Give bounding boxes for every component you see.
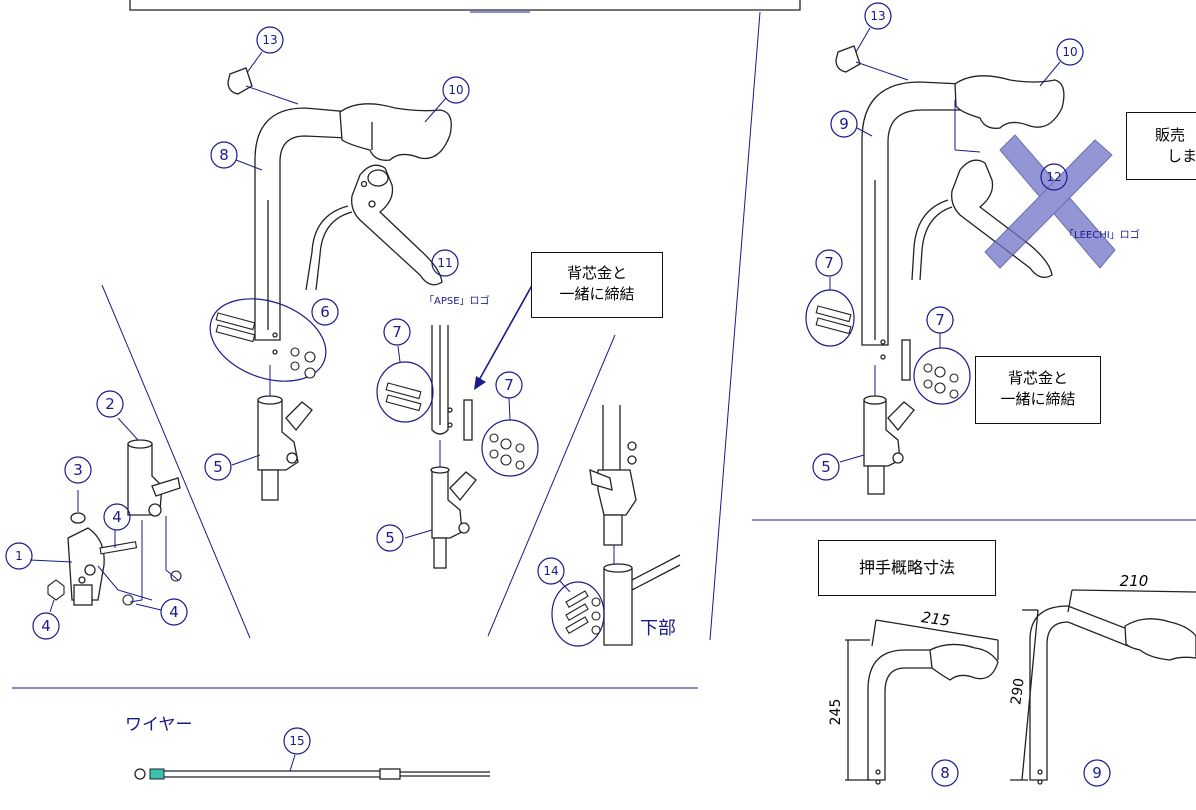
callout-10-right: 10 (1039, 38, 1084, 87)
callout-6: 6 (311, 298, 339, 326)
dim-handle9-width: 210 (1120, 572, 1149, 590)
discontinued-cross-icon (984, 134, 1116, 269)
back-tube-assembly (376, 279, 539, 569)
note-line1: 背芯金と (566, 264, 627, 282)
callout-5-left: 5 (204, 453, 232, 481)
apse-logo-label: 「APSE」ロゴ (424, 296, 490, 307)
discontinued-note: 販売 しま (1126, 112, 1196, 180)
bolts-6 (215, 312, 316, 379)
leechi-logo-label: 「LEECHI」ロゴ (1064, 230, 1140, 241)
svg-text:7: 7 (392, 323, 402, 341)
callout-2: 2 (96, 390, 124, 418)
callout-8-dim: 8 (931, 759, 959, 787)
dim-handle8-height: 245 (828, 699, 844, 726)
svg-text:4: 4 (112, 508, 122, 526)
discontinued-line2: しま (1167, 147, 1196, 165)
callout-10-left: 10 (424, 76, 470, 123)
svg-text:6: 6 (320, 303, 330, 321)
back-bar-note-center: 背芯金と 一緒に締結 (531, 252, 663, 318)
svg-text:7: 7 (935, 311, 945, 329)
callout-5-center: 5 (376, 524, 404, 552)
svg-text:5: 5 (821, 458, 831, 476)
callout-8: 8 (210, 141, 263, 171)
callout-3: 3 (64, 456, 92, 484)
svg-text:13: 13 (262, 33, 277, 47)
callout-14: 14 (537, 557, 571, 593)
callout-15: 15 (283, 727, 311, 755)
push-handle-9-assembly (805, 75, 1116, 495)
note-line1-right: 背芯金と (1007, 369, 1068, 387)
lower-frame-assembly (551, 405, 681, 647)
callout-4-washer: 4 (135, 598, 188, 626)
push-handle-8-assembly (209, 103, 452, 501)
svg-text:15: 15 (289, 734, 304, 748)
wire-part (134, 754, 490, 780)
dimensions-title-box: 押手概略寸法 (818, 540, 996, 596)
callout-12: 12 (954, 100, 1068, 191)
note-line2: 一緒に締結 (559, 285, 635, 303)
divider-lines (12, 11, 1196, 689)
dim-handle8-width: 215 (920, 608, 951, 630)
svg-text:7: 7 (504, 376, 514, 394)
discontinued-line1: 販売 (1155, 126, 1186, 144)
callout-11-used: 11 (431, 249, 459, 277)
callout-4-bolt: 4 (103, 503, 131, 531)
callout-7-right-a: 7 (815, 249, 843, 290)
svg-text:13: 13 (870, 9, 885, 23)
svg-text:2: 2 (105, 395, 115, 413)
back-bar-note-right: 背芯金と 一緒に締結 (975, 356, 1101, 424)
svg-text:10: 10 (448, 83, 463, 97)
header-frame (129, 0, 801, 11)
svg-text:3: 3 (73, 461, 83, 479)
callout-13-left: 13 (227, 26, 299, 105)
svg-text:1: 1 (15, 549, 23, 563)
svg-text:12: 12 (1046, 170, 1061, 184)
clamp-bracket-parts (29, 417, 182, 606)
svg-text:7: 7 (824, 254, 834, 272)
svg-text:9: 9 (839, 115, 849, 133)
svg-text:4: 4 (169, 603, 179, 621)
bottom-part-label: 下部 (640, 618, 676, 639)
dim-handle9-height: 290 (1008, 677, 1028, 706)
callout-9-dim: 9 (1083, 759, 1111, 787)
svg-text:5: 5 (385, 529, 395, 547)
svg-text:4: 4 (41, 617, 51, 635)
handle-dimension-drawings (845, 589, 1196, 785)
callout-9: 9 (830, 110, 873, 138)
svg-text:14: 14 (543, 564, 558, 578)
callout-7-a: 7 (383, 318, 411, 363)
callout-5-right: 5 (812, 453, 840, 481)
svg-text:10: 10 (1062, 45, 1077, 59)
wire-title: ワイヤー (125, 715, 193, 735)
svg-text:8: 8 (219, 146, 229, 164)
note-line2-right: 一緒に締結 (1000, 390, 1076, 408)
callout-13-right: 13 (835, 2, 909, 81)
svg-text:8: 8 (940, 764, 950, 782)
callout-1: 1 (5, 542, 33, 570)
callout-4-nut: 4 (32, 599, 60, 640)
callout-7-right-b: 7 (926, 306, 954, 348)
svg-text:5: 5 (213, 458, 223, 476)
svg-text:9: 9 (1092, 764, 1102, 782)
callout-7-b: 7 (495, 371, 523, 421)
svg-text:11: 11 (437, 256, 452, 270)
